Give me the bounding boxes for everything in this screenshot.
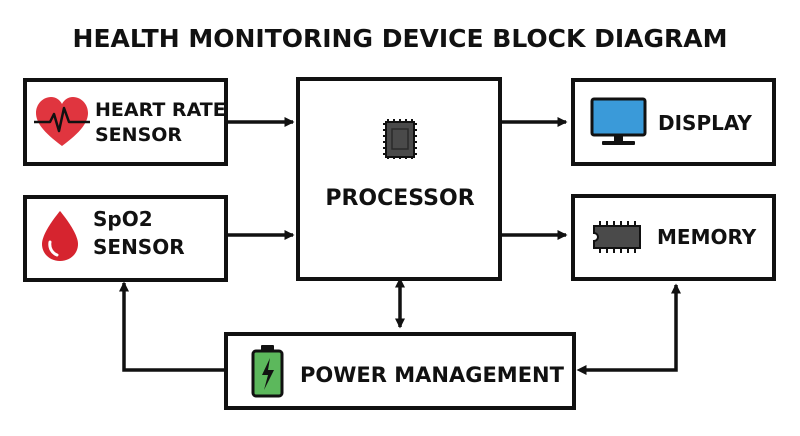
power-box [224,332,576,410]
processor-box [296,77,502,281]
monitor-icon [590,97,647,145]
block-processor: PROCESSOR [296,77,502,281]
memory-chip-icon [593,221,641,253]
block-spo2-sensor: SpO2 SENSOR [23,195,228,282]
arrow-power-memory [576,283,681,375]
heart-rate-label-line2: SENSOR [95,124,182,146]
heart-rate-box [23,78,228,166]
block-memory: MEMORY [571,194,776,281]
connectors [119,117,681,375]
cpu-chip-icon [383,119,417,159]
blood-drop-icon [42,211,78,261]
heart-rate-label-line1: HEART RATE [95,99,226,121]
processor-label: PROCESSOR [325,186,474,211]
memory-label: MEMORY [657,225,757,249]
power-label: POWER MANAGEMENT [300,363,565,387]
arrow-power-to-spo2 [119,281,226,372]
block-heart-rate-sensor: HEART RATE SENSOR [23,78,228,166]
block-display: DISPLAY [571,78,776,166]
spo2-label-line1: SpO2 [93,207,153,231]
battery-icon [251,345,284,398]
heart-pulse-icon [34,97,90,146]
diagram-title: HEALTH MONITORING DEVICE BLOCK DIAGRAM [73,24,728,53]
spo2-label-line2: SENSOR [93,235,185,259]
block-power-management: POWER MANAGEMENT [224,332,576,410]
display-label: DISPLAY [658,111,752,135]
